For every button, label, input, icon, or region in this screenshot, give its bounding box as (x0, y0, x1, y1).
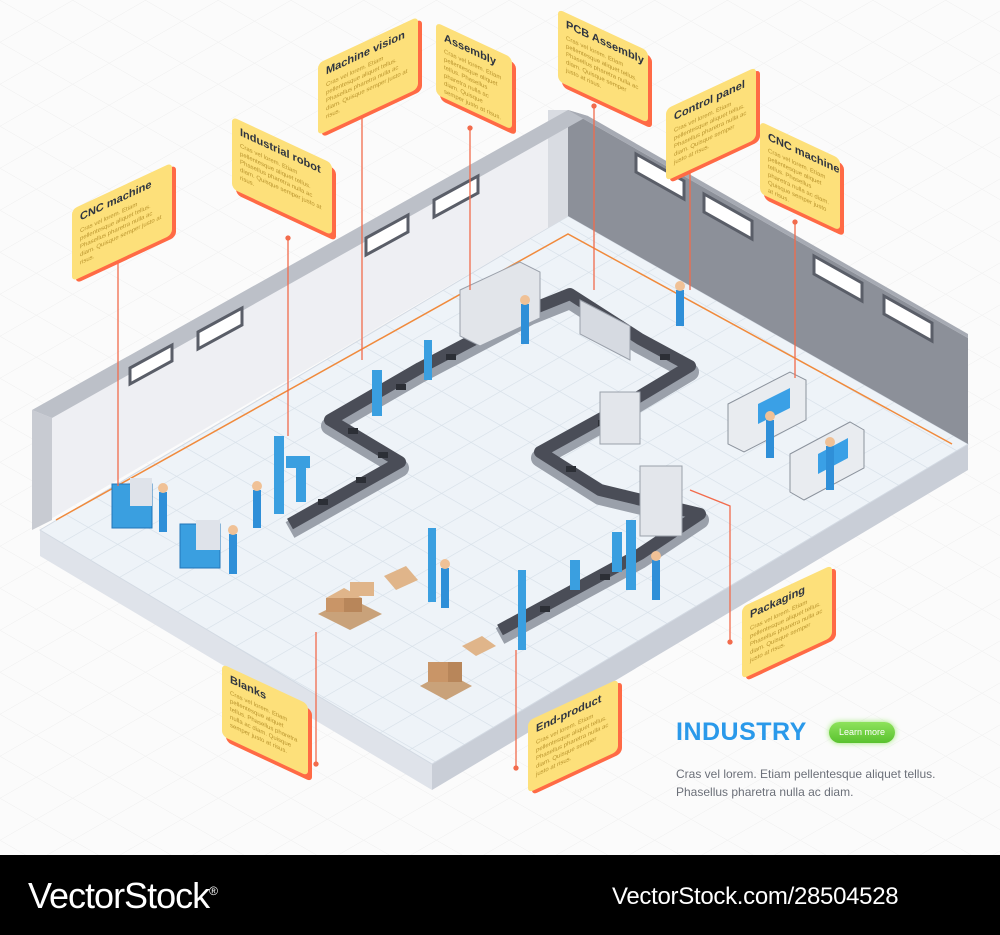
workers (158, 281, 835, 608)
robot-arms (274, 340, 636, 650)
factory-scene (0, 0, 1000, 855)
info-body: Cras vel lorem. Etiam pellentesque aliqu… (676, 765, 976, 801)
info-body-line: Phasellus pharetra nulla ac diam. (676, 785, 854, 799)
pallets-and-boxes (318, 566, 496, 700)
info-body-line: Cras vel lorem. Etiam pellentesque aliqu… (676, 767, 936, 781)
leader-lines (115, 103, 798, 771)
stock-id: VectorStock.com/28504528 (612, 883, 899, 910)
info-title: INDUSTRY (676, 718, 807, 746)
registered-mark: ® (209, 884, 218, 898)
vectorstock-logo: VectorStock® (28, 875, 218, 917)
watermark-footer (0, 855, 1000, 935)
learn-more-button[interactable]: Learn more (829, 722, 895, 743)
brand-name: VectorStock (28, 875, 210, 916)
